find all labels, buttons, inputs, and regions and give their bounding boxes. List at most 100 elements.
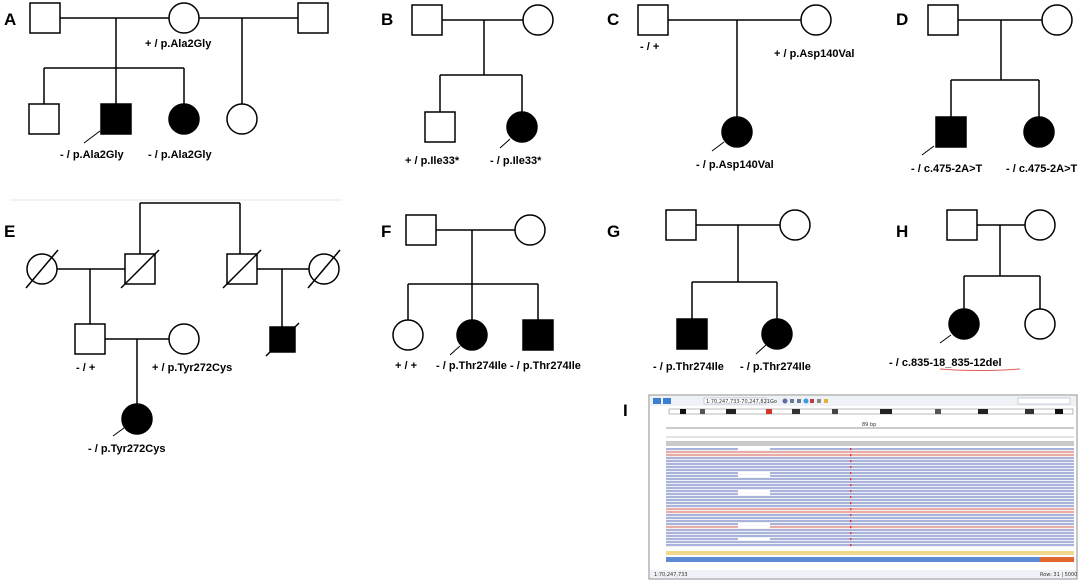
centromere-marker <box>766 409 772 414</box>
genotype-label: - / c.835-18_835-12del <box>889 357 1002 369</box>
read-row <box>666 517 1074 520</box>
female-affected <box>168 103 200 135</box>
status-right-text: Row: 31 | 5000 <box>1040 572 1077 578</box>
locus-input[interactable] <box>703 397 767 405</box>
male-unaffected <box>74 323 106 355</box>
panel-letter-e: E <box>4 222 15 241</box>
genotype-label: + / p.Ile33* <box>405 155 460 167</box>
popup-icon[interactable] <box>824 399 828 403</box>
pedigree-panel-e <box>25 202 341 437</box>
coverage-track <box>666 441 1074 446</box>
genome-dropdown[interactable] <box>653 398 661 404</box>
variant-marker <box>850 532 852 535</box>
read-row <box>666 451 1074 454</box>
read-row <box>666 502 1074 505</box>
genotype-label: - / c.475-2A>T <box>911 163 983 175</box>
read-gap <box>738 547 770 550</box>
read-row <box>666 475 1074 478</box>
male-unaffected <box>946 209 978 241</box>
panel-letter-f: F <box>381 222 391 241</box>
female-unaffected <box>779 209 811 241</box>
read-row <box>666 532 1074 535</box>
read-row <box>666 490 1074 493</box>
male-affected-proband <box>935 116 967 148</box>
female-unaffected-mother <box>168 2 200 34</box>
pedigree-panel-d <box>921 4 1073 156</box>
variant-marker <box>850 478 852 481</box>
chromosome-ideogram <box>668 408 1074 415</box>
read-row <box>666 511 1074 514</box>
read-row <box>666 544 1074 547</box>
home-icon[interactable] <box>782 398 788 404</box>
variant-marker <box>850 520 852 523</box>
variant-marker <box>850 472 852 475</box>
variant-marker <box>850 538 852 541</box>
female-affected-proband <box>121 403 153 435</box>
read-row <box>666 487 1074 490</box>
resize-icon[interactable] <box>817 399 821 403</box>
roi-icon[interactable] <box>810 399 814 403</box>
read-row <box>666 499 1074 502</box>
reference-sequence-track <box>666 551 1074 555</box>
female-affected <box>1023 116 1055 148</box>
variant-marker <box>850 526 852 529</box>
genotype-label: - / + <box>76 362 95 374</box>
read-row <box>666 463 1074 466</box>
genotype-label: - / p.Asp140Val <box>696 159 774 171</box>
status-left-coordinate: 1:70,247,733 <box>654 572 688 578</box>
variant-marker <box>850 502 852 505</box>
male-unaffected <box>297 2 329 34</box>
variant-marker <box>850 490 852 493</box>
back-icon[interactable] <box>790 399 794 403</box>
read-row <box>666 541 1074 544</box>
read-row <box>666 478 1074 481</box>
female-unaffected <box>168 323 200 355</box>
read-row <box>666 523 1074 526</box>
variant-marker <box>850 448 852 451</box>
locus-input-text: 1:70,247,733-70,247,821 <box>706 399 770 405</box>
deceased-slash <box>120 249 160 289</box>
genotype-label: - / p.Thr274Ile <box>740 361 811 373</box>
variant-marker <box>850 496 852 499</box>
proband-arrow <box>711 141 725 152</box>
deceased-slash <box>307 249 341 289</box>
genotype-label: + / + <box>395 360 417 372</box>
pedigree-panel-g <box>665 209 811 355</box>
igv-screenshot: 1:70,247,733-70,247,821 Go <box>648 394 1078 580</box>
female-unaffected <box>1024 308 1056 340</box>
genotype-label: - / p.Ala2Gly <box>60 149 124 161</box>
proband-arrow <box>499 138 511 149</box>
male-unaffected <box>405 214 437 246</box>
panel-letter-g: G <box>607 222 620 241</box>
read-row <box>666 481 1074 484</box>
read-gap <box>738 523 770 526</box>
genotype-label: - / + <box>640 41 659 53</box>
read-gap <box>738 490 770 493</box>
forward-icon[interactable] <box>797 399 801 403</box>
refresh-icon[interactable] <box>803 398 809 404</box>
panel-letter-d: D <box>896 10 908 29</box>
female-unaffected <box>1041 4 1073 36</box>
female-affected-proband <box>721 116 753 148</box>
proband-arrow <box>112 427 125 437</box>
variant-marker <box>850 508 852 511</box>
variant-marker <box>850 484 852 487</box>
read-row <box>666 493 1074 496</box>
genotype-label: - / p.Thr274Ile <box>510 360 581 372</box>
read-row <box>666 496 1074 499</box>
male-unaffected <box>927 4 959 36</box>
proband-arrow <box>449 345 461 356</box>
zoom-slider[interactable] <box>1017 397 1071 405</box>
pedigree-panel-h <box>939 209 1056 344</box>
female-affected-proband <box>456 319 488 351</box>
read-row <box>666 460 1074 463</box>
chromosome-dropdown[interactable] <box>663 398 671 404</box>
read-row <box>666 466 1074 469</box>
go-button[interactable]: Go <box>770 399 777 405</box>
genotype-label: - / p.Ala2Gly <box>148 149 212 161</box>
read-row <box>666 484 1074 487</box>
variant-marker <box>850 454 852 457</box>
panel-letter-b: B <box>381 10 393 29</box>
female-unaffected <box>522 4 554 36</box>
alignment-reads <box>666 448 1074 550</box>
